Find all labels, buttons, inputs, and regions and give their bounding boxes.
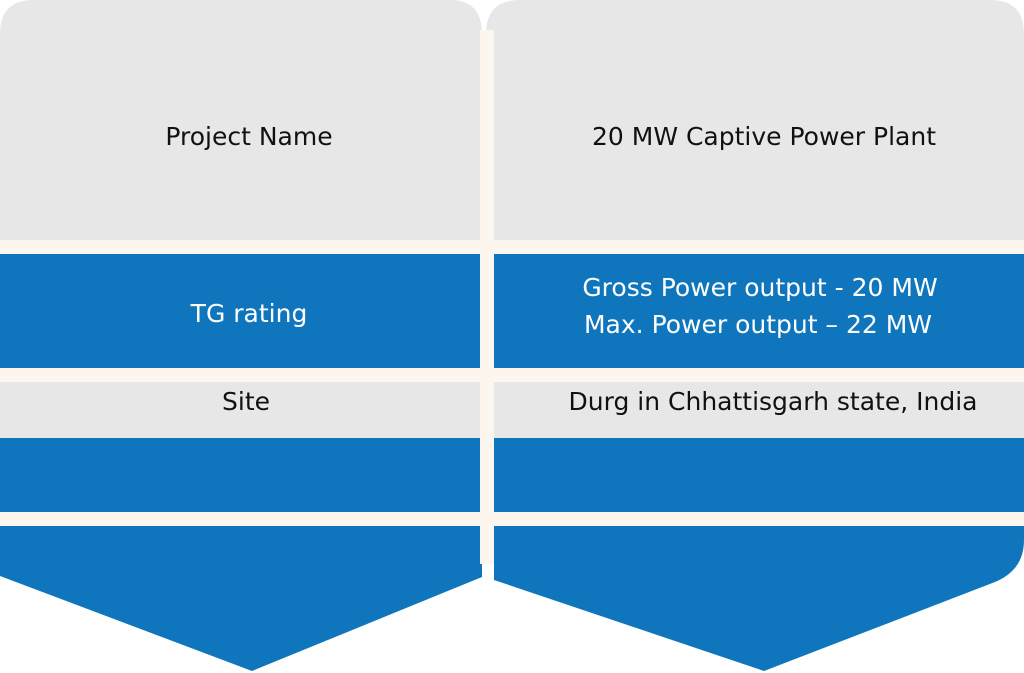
vertical-divider bbox=[480, 30, 494, 564]
tg-rating-label: TG rating bbox=[190, 299, 308, 328]
right-arrow-panel bbox=[494, 526, 1024, 671]
left-row-tg-panel bbox=[0, 254, 482, 368]
horizontal-divider-2 bbox=[0, 368, 1024, 382]
right-row-tg-panel bbox=[494, 254, 1024, 368]
site-label: Site bbox=[222, 387, 270, 416]
tg-rating-value-line-2: Max. Power output – 22 MW bbox=[584, 310, 932, 339]
right-row-site-panel bbox=[494, 382, 1024, 438]
project-name-value: 20 MW Captive Power Plant bbox=[592, 122, 936, 151]
right-top-panel bbox=[486, 0, 1024, 240]
horizontal-divider-1 bbox=[0, 240, 1024, 254]
left-row-site-panel bbox=[0, 382, 482, 438]
left-arrow-panel bbox=[0, 526, 482, 671]
site-value: Durg in Chhattisgarh state, India bbox=[569, 387, 978, 416]
right-row-blank-panel bbox=[494, 438, 1024, 512]
horizontal-divider-3 bbox=[0, 512, 1024, 526]
left-row-blank-panel bbox=[0, 438, 482, 512]
tg-rating-value-line-1: Gross Power output - 20 MW bbox=[582, 273, 937, 302]
left-top-panel bbox=[0, 0, 482, 242]
project-name-label: Project Name bbox=[165, 122, 332, 151]
